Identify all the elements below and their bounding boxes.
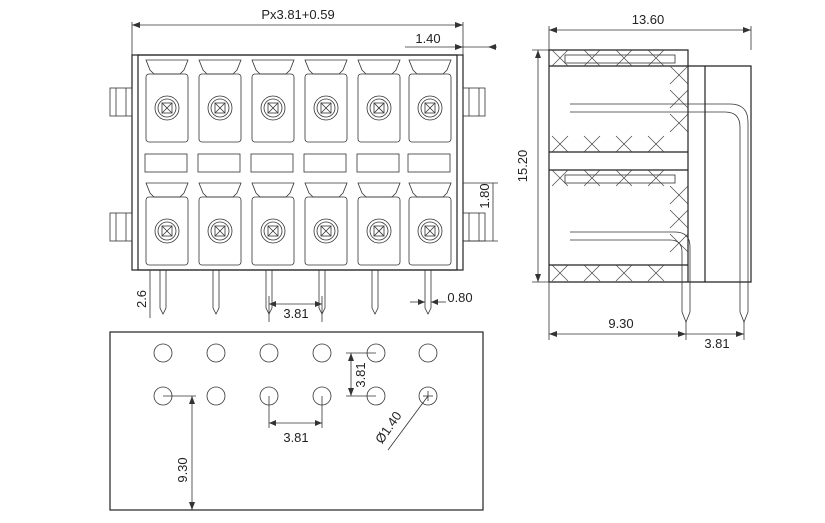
row-pitch-label: 3.81	[704, 336, 729, 351]
pitch-offset-label: 1.40	[415, 31, 440, 46]
width-dimension-label: Px3.81+0.59	[261, 7, 334, 22]
edge-offset-label: 9.30	[175, 457, 190, 482]
pin-width-label: 0.80	[447, 290, 472, 305]
pin-length-label: 2.6	[134, 290, 149, 308]
housing-hatch	[551, 49, 689, 282]
footprint-col-pitch-label: 3.81	[283, 430, 308, 445]
hole-diameter-label: Ø1.40	[372, 409, 405, 447]
label-slot-row	[144, 153, 451, 173]
pcb-footprint: 3.81 3.81 Ø1.40 9.30	[109, 331, 484, 511]
front-view: Px3.81+0.59 1.40	[109, 7, 498, 322]
row-gap-label: 1.80	[477, 183, 492, 208]
front-pins	[159, 270, 432, 315]
bottom-cell-row	[145, 182, 452, 266]
side-view: 13.60 15.20	[515, 12, 752, 351]
top-cell-row	[145, 59, 452, 143]
pin-offset-label: 9.30	[608, 316, 633, 331]
height-label: 15.20	[515, 150, 530, 183]
pin-pitch-label: 3.81	[283, 306, 308, 321]
depth-label: 13.60	[632, 12, 665, 27]
footprint-row-pitch-label: 3.81	[353, 362, 368, 387]
footprint-holes	[153, 343, 438, 406]
